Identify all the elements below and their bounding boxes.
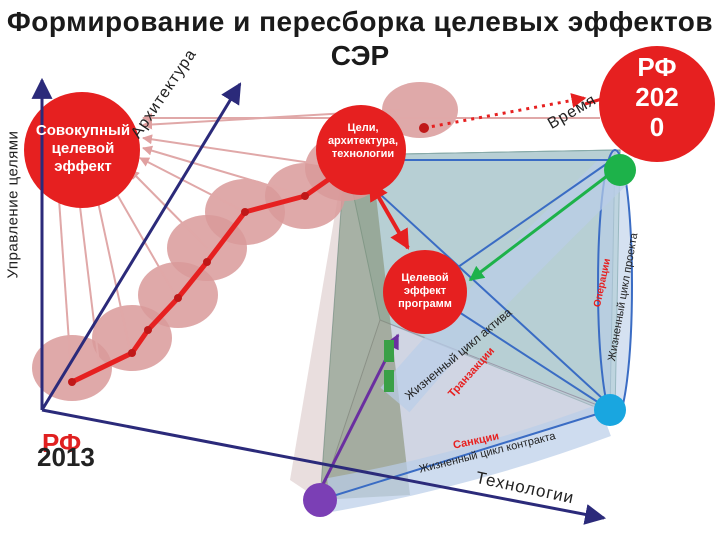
green-arrow [468, 168, 616, 282]
program-effect-circle [383, 250, 467, 334]
rf2013-year-label: 2013 [37, 442, 95, 472]
red-growth-path [70, 165, 347, 385]
cumulative-effect-circle [24, 92, 140, 208]
green-bar-lower [384, 370, 394, 392]
red-path-points [68, 192, 309, 386]
goals-node-label: Цели, архитектура, технологии [327, 122, 399, 160]
goals-program-arrow [369, 180, 410, 250]
goals-node-circle [316, 105, 406, 195]
technology-axis [41, 408, 607, 525]
rf2020-circle [599, 46, 715, 162]
plane-grey-strip [320, 155, 410, 500]
time-dotted-arrow [423, 93, 587, 130]
page-title-line2: СЭР [330, 40, 390, 71]
architecture-axis [40, 82, 242, 411]
page-title: Формирование и пересборка целевых эффект… [6, 6, 714, 37]
green-bar-upper [384, 340, 394, 362]
rf2013-rf-label: РФ [42, 428, 82, 458]
green-node [604, 154, 636, 186]
plane-left [290, 155, 345, 500]
program-effect-label: Целевой эффект программ [398, 272, 452, 310]
lifecycle-contract-band [327, 404, 611, 512]
cumulative-effect-label: Совокупный целевой эффект [35, 122, 131, 175]
cyan-node [594, 394, 626, 426]
y-axis-label: Управление целями [4, 130, 22, 279]
lifecycle-active-band [380, 156, 629, 413]
purple-node [303, 483, 337, 517]
